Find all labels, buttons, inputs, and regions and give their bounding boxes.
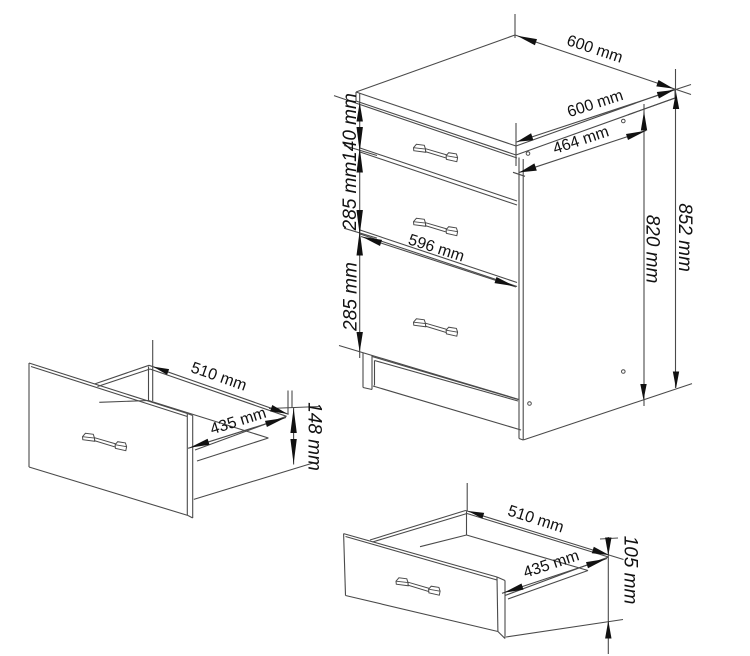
svg-text:285 mm: 285 mm bbox=[340, 162, 361, 232]
svg-text:820 mm: 820 mm bbox=[641, 215, 662, 284]
svg-text:285 mm: 285 mm bbox=[340, 262, 361, 332]
svg-text:140 mm: 140 mm bbox=[340, 93, 361, 162]
svg-text:148 mm: 148 mm bbox=[303, 402, 324, 471]
svg-text:852 mm: 852 mm bbox=[674, 203, 695, 272]
svg-text:105 mm: 105 mm bbox=[619, 536, 640, 605]
